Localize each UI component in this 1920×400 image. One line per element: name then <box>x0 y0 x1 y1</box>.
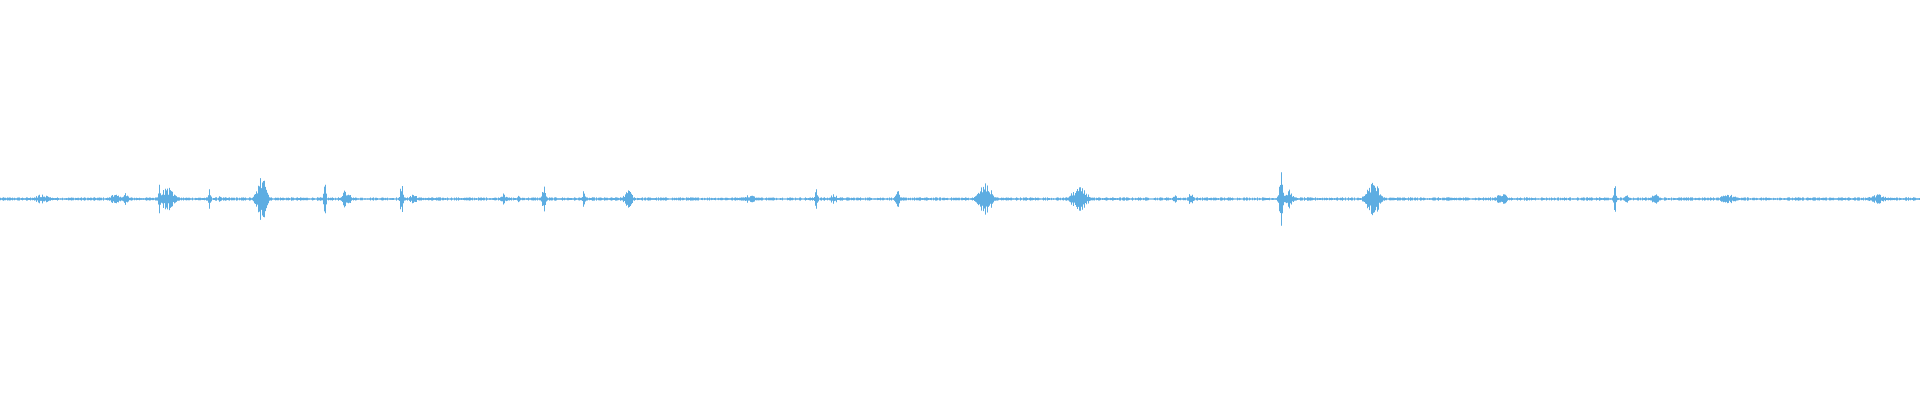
waveform-samples <box>0 172 1920 226</box>
waveform-amplitude-path <box>0 172 1920 226</box>
